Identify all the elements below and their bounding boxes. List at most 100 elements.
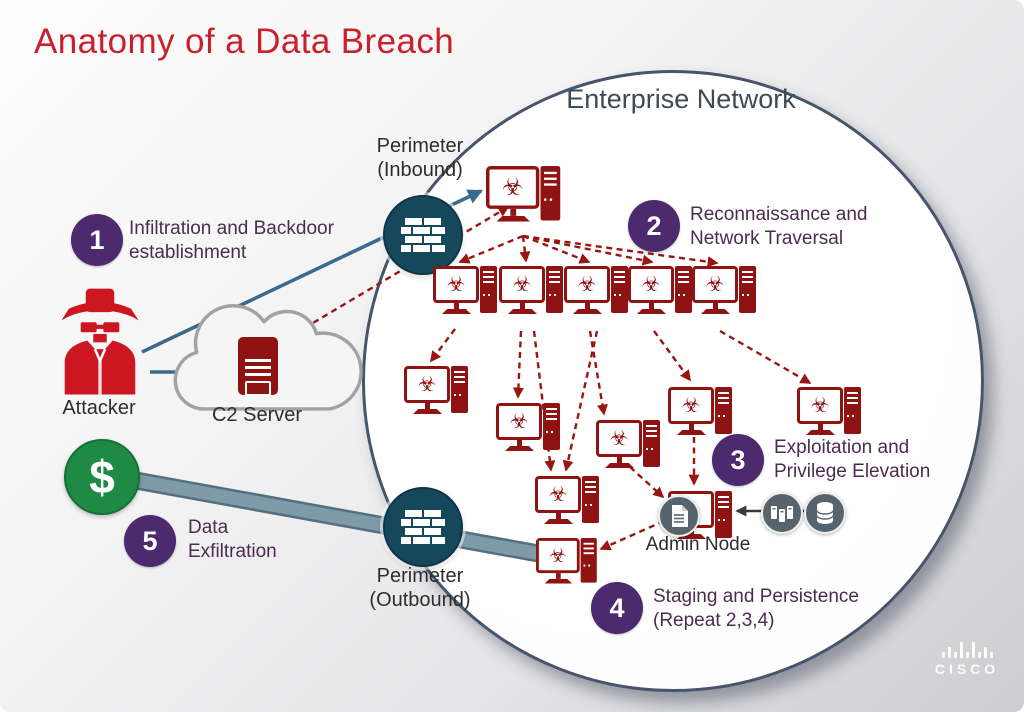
infected-monitor-icon: ☣ <box>404 366 450 403</box>
biohazard-icon: ☣ <box>577 272 597 296</box>
infected-computer: ☣ <box>536 538 597 593</box>
stage-2-badge: 2 <box>628 200 680 252</box>
infected-computer: ☣ <box>596 420 660 478</box>
admin-node-label: Admin Node <box>645 534 751 555</box>
page-title: Anatomy of a Data Breach <box>34 22 455 61</box>
stage-3-badge: 3 <box>712 434 764 486</box>
exfiltration-pipe <box>98 465 576 569</box>
monitor-stand <box>617 457 622 463</box>
computer-tower-icon <box>480 266 497 313</box>
monitor-base <box>505 446 534 451</box>
monitor-stand <box>510 208 517 216</box>
firewall-inbound-icon <box>383 195 463 275</box>
stage-3-number: 3 <box>730 444 746 475</box>
monitor-base <box>544 578 573 584</box>
monitor-stand <box>649 303 654 309</box>
infected-monitor-icon: ☣ <box>536 538 580 574</box>
database-icon <box>804 492 846 534</box>
cisco-wordmark: CISCO <box>934 661 1000 677</box>
monitor-base <box>544 519 573 524</box>
monitor-stand <box>555 573 561 579</box>
monitor-base <box>701 309 730 314</box>
monitor-base <box>806 430 835 435</box>
monitor-base <box>442 309 471 314</box>
stage-4-number: 4 <box>609 592 625 623</box>
stage-5-badge: 5 <box>124 515 176 567</box>
firewall-outbound-icon <box>383 487 463 567</box>
computer-tower-icon <box>580 538 597 583</box>
monitor-stand <box>517 440 522 446</box>
perimeter-outbound-label: Perimeter (Outbound) <box>369 565 471 611</box>
perimeter-inbound-label: Perimeter (Inbound) <box>376 135 464 181</box>
stage-1-badge: 1 <box>71 214 123 266</box>
stage-1-number: 1 <box>89 224 105 255</box>
infected-monitor-icon: ☣ <box>496 403 542 440</box>
c2-server-icon <box>238 337 278 396</box>
attacker-icon <box>61 288 139 395</box>
infected-monitor-icon: ☣ <box>692 266 738 303</box>
infected-computer: ☣ <box>486 166 561 233</box>
infected-monitor-icon: ☣ <box>596 420 642 457</box>
monitor-stand <box>818 424 823 430</box>
monitor-base <box>508 309 537 314</box>
computer-tower-icon <box>643 420 660 467</box>
server-rack-icon <box>761 492 803 534</box>
monitor-stand <box>454 303 459 309</box>
biohazard-icon: ☣ <box>417 372 437 396</box>
c2-server-label: C2 Server <box>211 404 303 426</box>
infected-computer: ☣ <box>628 266 692 324</box>
computer-tower-icon <box>582 476 599 523</box>
infected-computer: ☣ <box>564 266 628 324</box>
attacker-label: Attacker <box>62 397 136 419</box>
stage-2-number: 2 <box>646 210 662 241</box>
computer-tower-icon <box>715 387 732 434</box>
biohazard-icon: ☣ <box>641 272 661 296</box>
monitor-base <box>573 309 602 314</box>
dollar-sign: $ <box>89 451 115 503</box>
monitor-stand <box>556 513 561 519</box>
monitor-stand <box>689 424 694 430</box>
computer-tower-icon <box>739 266 756 313</box>
infected-computer: ☣ <box>496 403 560 461</box>
infected-computer: ☣ <box>433 266 497 324</box>
cisco-bars-icon <box>925 640 1009 658</box>
infected-monitor-icon: ☣ <box>433 266 479 303</box>
biohazard-icon: ☣ <box>705 272 725 296</box>
computer-tower-icon <box>540 166 561 221</box>
infected-computer: ☣ <box>404 366 468 424</box>
stage-4-text: Staging and Persistence(Repeat 2,3,4) <box>653 586 859 631</box>
computer-tower-icon <box>611 266 628 313</box>
cisco-logo: CISCO <box>925 640 1009 677</box>
biohazard-icon: ☣ <box>609 426 629 450</box>
biohazard-icon: ☣ <box>548 543 567 567</box>
stage-4-badge: 4 <box>591 582 643 634</box>
biohazard-icon: ☣ <box>446 272 466 296</box>
infected-computer: ☣ <box>797 387 861 445</box>
monitor-stand <box>585 303 590 309</box>
computer-tower-icon <box>715 491 732 538</box>
enterprise-network-label: Enterprise Network <box>566 84 796 114</box>
money-icon: $ <box>64 439 140 515</box>
biohazard-icon: ☣ <box>681 393 701 417</box>
infected-computer: ☣ <box>499 266 563 324</box>
monitor-base <box>677 430 706 435</box>
infected-monitor-icon: ☣ <box>535 476 581 513</box>
biohazard-icon: ☣ <box>548 482 568 506</box>
computer-tower-icon <box>675 266 692 313</box>
infected-monitor-icon: ☣ <box>797 387 843 424</box>
stage-5-number: 5 <box>142 525 158 556</box>
infected-monitor-icon: ☣ <box>668 387 714 424</box>
monitor-base <box>496 215 531 222</box>
infected-computer: ☣ <box>692 266 756 324</box>
monitor-base <box>637 309 666 314</box>
computer-tower-icon <box>844 387 861 434</box>
monitor-base <box>677 534 706 539</box>
infected-monitor-icon: ☣ <box>564 266 610 303</box>
infected-computer: ☣ <box>535 476 599 534</box>
